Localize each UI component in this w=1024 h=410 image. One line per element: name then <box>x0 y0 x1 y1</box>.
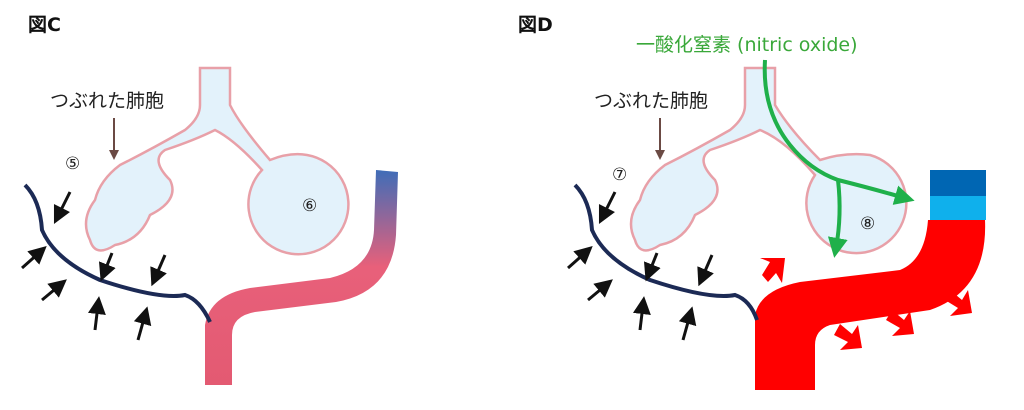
nitric-oxide-label: 一酸化窒素 (nitric oxide) <box>636 34 858 56</box>
nitric-oxide-arrows <box>762 59 915 258</box>
panel-c <box>21 66 398 385</box>
dilation-arrows <box>760 258 972 350</box>
dark-blue-block <box>930 170 986 196</box>
airway-d <box>629 66 908 255</box>
marker-5: ⑤ <box>65 154 81 174</box>
vessel-c <box>205 170 398 385</box>
panel-d-title: 図D <box>518 14 553 36</box>
pressure-arrows-d <box>567 191 714 341</box>
collapsed-alveolus-label-c: つぶれた肺胞 <box>50 90 165 112</box>
panel-d <box>567 59 986 390</box>
panel-c-title: 図C <box>28 14 61 36</box>
collapsed-alveolus-label-d: つぶれた肺胞 <box>594 90 709 112</box>
airway-c <box>84 66 350 256</box>
vessel-d <box>755 220 986 390</box>
light-blue-block <box>930 196 986 220</box>
marker-7: ⑦ <box>612 165 628 185</box>
marker-8: ⑧ <box>860 214 876 234</box>
marker-6: ⑥ <box>302 196 318 216</box>
pressure-arrows-c <box>21 191 167 341</box>
